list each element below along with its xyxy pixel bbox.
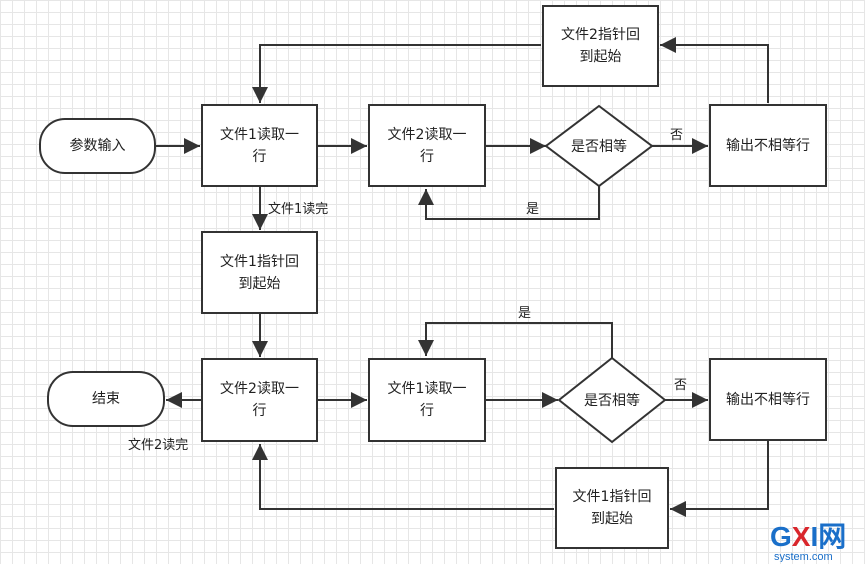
label-no-lower: 否: [674, 378, 688, 393]
site-watermark-logo: GXI网 system.com: [770, 521, 846, 562]
decision-diamond-upper: [544, 104, 654, 188]
edge-output-to-f2reset: [660, 37, 769, 103]
edge-output-to-f1reset: [670, 441, 769, 517]
process-output-unequal[interactable]: 输出不相等行: [709, 104, 827, 187]
process-f1-read-line[interactable]: 文件1读取一 行: [201, 104, 318, 187]
label-yes-lower: 是: [518, 306, 532, 321]
decision-is-equal-lower[interactable]: 是否相等: [584, 393, 640, 409]
decision-is-equal[interactable]: 是否相等: [571, 139, 627, 155]
decision-diamond-lower: [557, 356, 667, 444]
label-f2-done: 文件2读完: [128, 438, 189, 453]
process-f1-pointer-reset[interactable]: 文件1指针回 到起始: [201, 231, 318, 314]
process-f1-read-line-lower[interactable]: 文件1读取一 行: [368, 358, 486, 442]
process-f1-pointer-reset-lower[interactable]: 文件1指针回 到起始: [555, 467, 669, 549]
process-output-unequal-lower[interactable]: 输出不相等行: [709, 358, 827, 441]
start-node-param-input[interactable]: 参数输入: [39, 118, 156, 174]
svg-text:GXI网: GXI网: [770, 521, 846, 552]
label-no-upper: 否: [670, 128, 684, 143]
edge-cmp-yes-to-f1read: [418, 322, 613, 358]
label-yes-upper: 是: [526, 202, 540, 217]
edge-f1reset-to-f2read: [252, 444, 554, 510]
process-f2-read-line-lower[interactable]: 文件2读取一 行: [201, 358, 318, 442]
svg-text:system.com: system.com: [774, 551, 833, 562]
end-node[interactable]: 结束: [47, 371, 165, 427]
edge-cmp-yes-to-f2read: [418, 186, 600, 220]
edge-f2reset-to-f1read: [252, 44, 541, 103]
process-f2-pointer-reset[interactable]: 文件2指针回 到起始: [542, 5, 659, 87]
label-f1-done: 文件1读完: [268, 202, 329, 217]
process-f2-read-line[interactable]: 文件2读取一 行: [368, 104, 486, 187]
